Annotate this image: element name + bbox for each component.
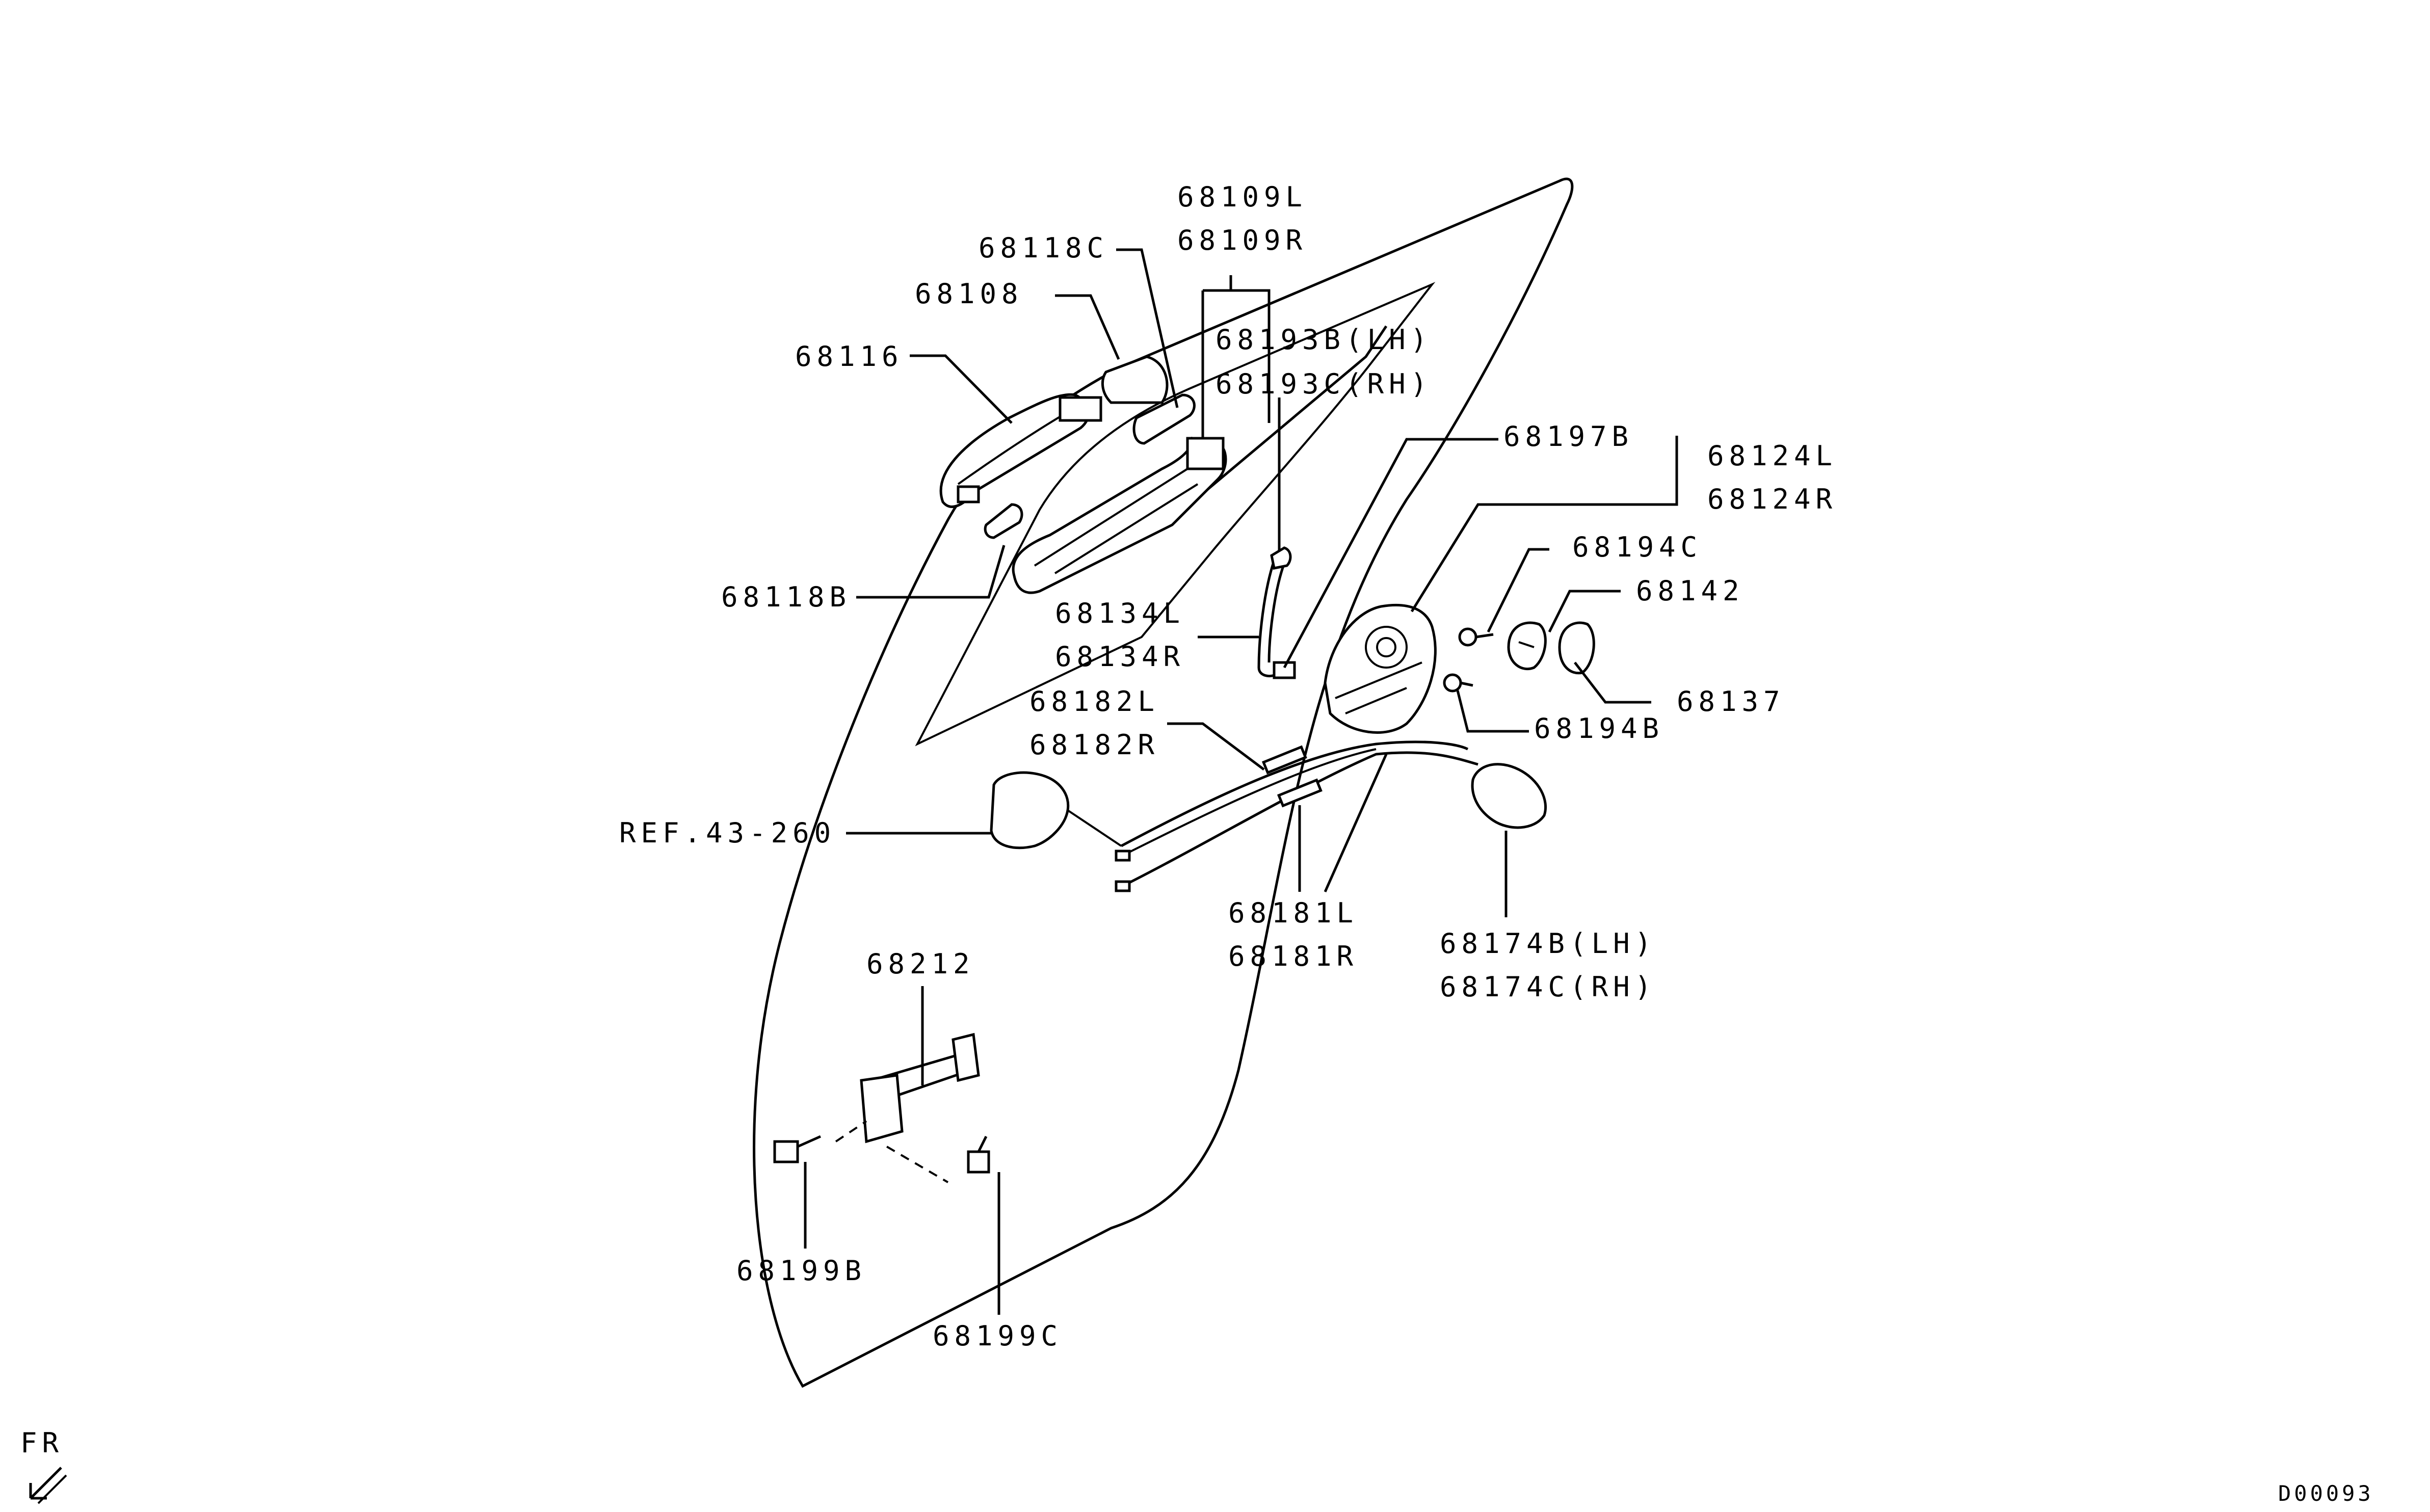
rod-clip bbox=[1270, 546, 1292, 570]
latch-screw-inner bbox=[1273, 661, 1296, 679]
label-68182L: 68182L bbox=[1029, 685, 1159, 718]
label-68194C: 68194C bbox=[1572, 531, 1702, 563]
handle-cap bbox=[1101, 355, 1169, 404]
handle-gasket-rear bbox=[1132, 393, 1196, 445]
label-68116: 68116 bbox=[795, 340, 904, 373]
label-68134L: 68134L bbox=[1055, 597, 1185, 629]
label-68174C: 68174C(RH) bbox=[1440, 971, 1656, 1003]
label-68137: 68137 bbox=[1677, 685, 1785, 718]
latch-screw-lower bbox=[1443, 673, 1473, 693]
label-68194B: 68194B bbox=[1534, 712, 1664, 745]
label-68193B: 68193B(LH) bbox=[1216, 324, 1432, 356]
handle-frame bbox=[1012, 436, 1227, 594]
striker bbox=[1507, 621, 1547, 671]
front-arrow-icon bbox=[29, 1467, 67, 1504]
part-labels: 68109L 68109R 68118C 68108 68116 68193B(… bbox=[20, 181, 2374, 1506]
lock-rod bbox=[1257, 560, 1286, 678]
label-ref-43-260: REF.43-260 bbox=[619, 817, 836, 849]
inside-handle bbox=[990, 771, 1122, 850]
label-68108: 68108 bbox=[915, 278, 1023, 310]
label-68199B: 68199B bbox=[736, 1255, 866, 1287]
label-68134R: 68134R bbox=[1055, 641, 1185, 673]
handle-gasket-front bbox=[984, 503, 1023, 539]
leader-lines bbox=[804, 248, 1678, 1315]
label-68199C: 68199C bbox=[933, 1320, 1063, 1352]
check-bolt-left bbox=[773, 1135, 822, 1163]
label-68212: 68212 bbox=[866, 948, 975, 980]
label-68109L: 68109L bbox=[1177, 181, 1307, 213]
label-68124L: 68124L bbox=[1707, 440, 1837, 472]
diagram-code: D00093 bbox=[2278, 1481, 2374, 1506]
striker-shim bbox=[1558, 621, 1595, 675]
latch-cover bbox=[1471, 763, 1547, 829]
door-outline bbox=[753, 177, 1574, 1388]
label-68118C: 68118C bbox=[979, 232, 1108, 264]
label-68182R: 68182R bbox=[1029, 729, 1159, 761]
label-68124R: 68124R bbox=[1707, 483, 1837, 515]
label-fr: FR bbox=[20, 1427, 64, 1459]
outside-handle bbox=[939, 393, 1102, 508]
label-68181L: 68181L bbox=[1228, 897, 1358, 929]
window-frame bbox=[915, 282, 1436, 747]
label-68142: 68142 bbox=[1636, 575, 1745, 607]
latch-screw-upper bbox=[1458, 627, 1494, 647]
label-68181R: 68181R bbox=[1228, 940, 1358, 972]
latch-cables bbox=[1115, 740, 1478, 892]
label-68197B: 68197B bbox=[1503, 420, 1633, 453]
door-latch bbox=[1324, 603, 1437, 734]
label-68174B: 68174B(LH) bbox=[1440, 927, 1656, 960]
label-68118B: 68118B bbox=[721, 581, 851, 613]
door-check bbox=[835, 1032, 980, 1183]
label-68193C: 68193C(RH) bbox=[1216, 368, 1432, 400]
check-bolt-right bbox=[967, 1135, 990, 1174]
label-68109R: 68109R bbox=[1177, 224, 1307, 256]
